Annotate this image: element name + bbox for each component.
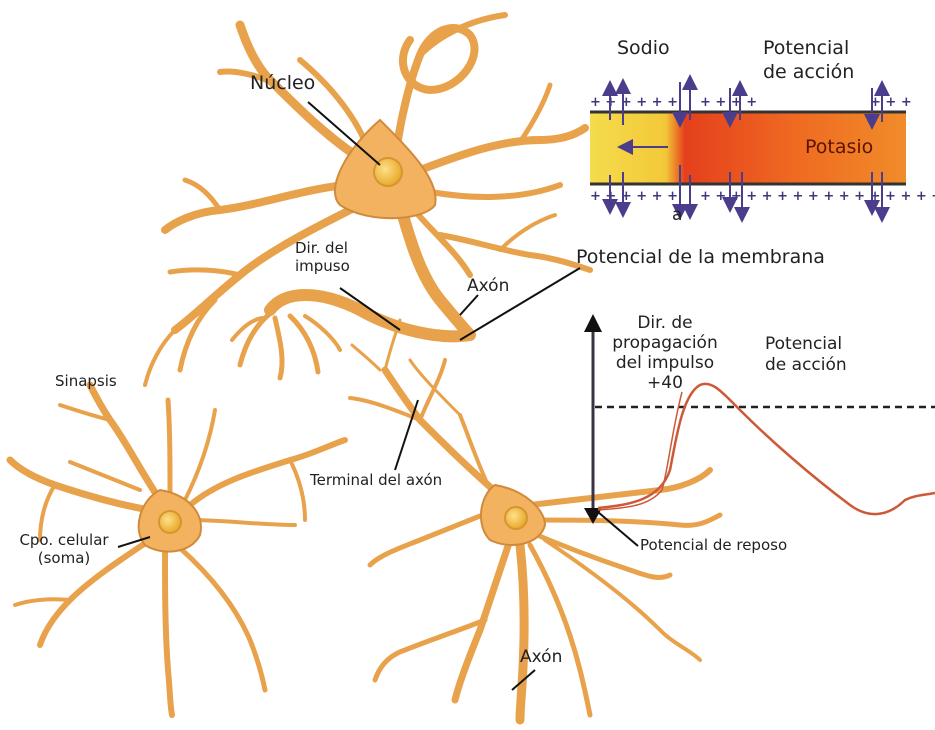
label-potencial-accion-graph: Potencial de acción [765,334,847,375]
label-potencial-accion-top: Potencial de acción [763,37,854,85]
label-nucleo: Núcleo [250,72,315,94]
label-potencial-membrana: Potencial de la membrana [576,246,825,268]
svg-text:+ + + + + +: + + + + + + [590,189,678,204]
label-cpo-celular: Cpo. celular (soma) [8,532,120,567]
label-a: a [672,205,682,225]
label-dir-impuso: Dir. del impuso [295,240,350,275]
label-dir-propagacion: Dir. de propagación del impulso +40 [605,313,725,393]
leader-axon-top [460,295,478,315]
action-potential-trace [598,384,935,514]
middle-nucleus [505,507,527,529]
leader-reposo [598,512,638,546]
label-axon-bottom: Axón [520,647,562,667]
propagation-arrowhead-top [584,314,602,332]
label-sinapsis: Sinapsis [55,373,117,391]
left-nucleus [159,511,181,533]
label-potencial-reposo: Potencial de reposo [640,537,787,555]
label-sodio: Sodio [617,37,670,59]
svg-text:+ + + +: + + + + [700,95,757,110]
svg-text:+ + + + + +: + + + + + + [590,95,678,110]
label-terminal-axon: Terminal del axón [310,472,442,490]
svg-text:+ + +: + + + [870,95,912,110]
label-axon-top: Axón [467,276,509,296]
svg-text:+ + + + + + + + + + + + + + +: + + + + + + + + + + + + + + + + [700,189,935,204]
label-potasio: Potasio [805,136,873,158]
membrane-diagram: + + + + + + + + + + + + + + + + + + + + … [590,82,935,215]
